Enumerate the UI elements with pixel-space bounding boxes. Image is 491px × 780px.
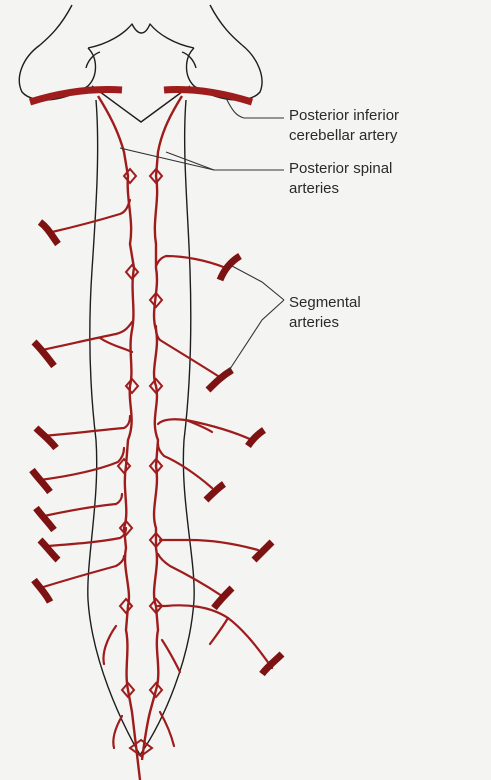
label-segmental-line1: Segmental bbox=[289, 293, 361, 313]
brainstem-outline bbox=[19, 5, 262, 122]
segmental-leader-line-2 bbox=[228, 300, 284, 372]
pica-arteries bbox=[30, 90, 252, 103]
label-segmental-line2: arteries bbox=[289, 313, 361, 333]
label-posterior-spinal-arteries: Posterior spinal arteries bbox=[289, 159, 392, 199]
label-posterior-inferior-cerebellar-artery: Posterior inferior cerebellar artery bbox=[289, 106, 399, 146]
label-pica-line1: Posterior inferior bbox=[289, 106, 399, 126]
leader-lines bbox=[120, 98, 284, 372]
label-psa-line1: Posterior spinal bbox=[289, 159, 392, 179]
segmental-leader-line-1 bbox=[232, 266, 284, 300]
psa-leader-line-1 bbox=[120, 148, 284, 170]
label-psa-line2: arteries bbox=[289, 179, 392, 199]
pica-leader-line bbox=[226, 98, 284, 118]
posterior-spinal-arteries bbox=[98, 96, 182, 780]
label-segmental-arteries: Segmental arteries bbox=[289, 293, 361, 333]
label-pica-line2: cerebellar artery bbox=[289, 126, 399, 146]
